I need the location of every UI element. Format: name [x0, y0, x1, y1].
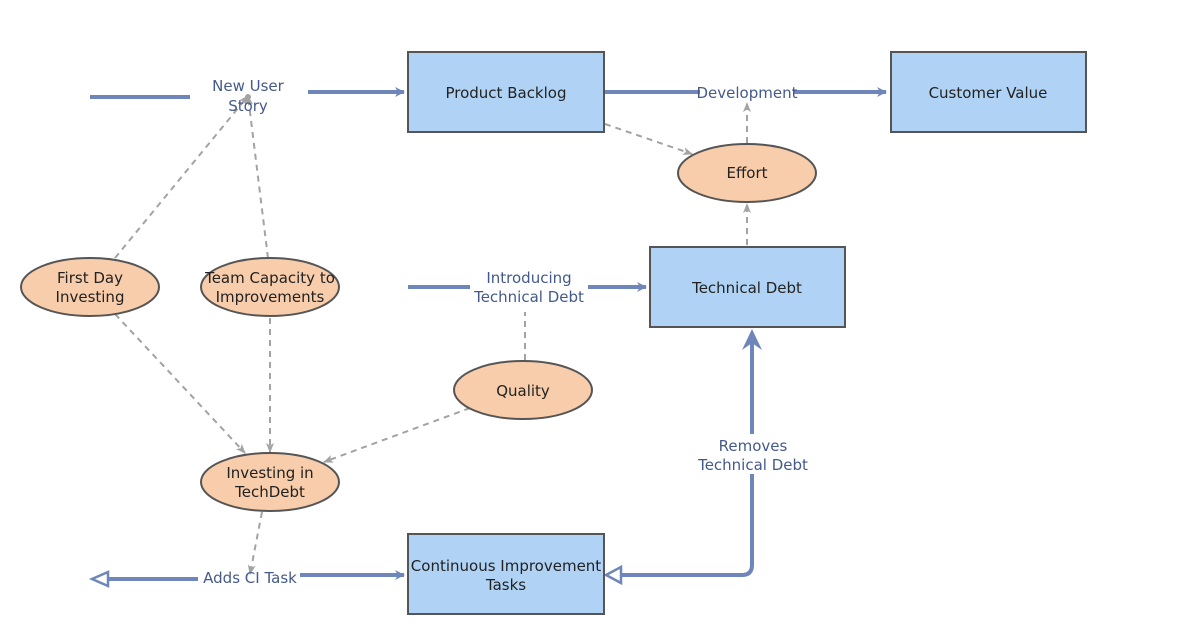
adds-ci-outflow-arrow-icon: [88, 570, 110, 588]
link-capacity-to-newstory: [245, 95, 269, 259]
link-backlog-to-effort: [604, 123, 693, 155]
aux-first-day-investing[interactable]: First Day Investing: [20, 257, 160, 317]
flow-label-introducing-debt-line1: Introducing: [486, 269, 571, 287]
stock-technical-debt[interactable]: Technical Debt: [649, 246, 846, 328]
stock-continuous-improvement-label-line2: Tasks: [485, 576, 526, 594]
flow-label-adds-ci-task[interactable]: Adds CI Task: [203, 569, 297, 587]
aux-team-capacity-line1: Team Capacity to: [204, 269, 335, 287]
aux-investing-in-techdebt-line1: Investing in: [226, 464, 313, 482]
aux-team-capacity-line2: Improvements: [216, 288, 325, 306]
stock-continuous-improvement[interactable]: Continuous Improvement Tasks: [407, 533, 605, 615]
link-quality-to-investing: [323, 407, 471, 463]
aux-first-day-investing-line1: First Day: [57, 269, 123, 287]
aux-first-day-investing-line2: Investing: [56, 288, 125, 306]
aux-effort-label: Effort: [726, 164, 767, 182]
aux-quality[interactable]: Quality: [453, 360, 593, 420]
link-firstday-to-investing: [114, 313, 246, 454]
flow-label-removes-debt[interactable]: Removes Technical Debt: [695, 434, 813, 474]
flow-label-introducing-debt-line2: Technical Debt: [473, 288, 584, 306]
removes-debt-arrowhead-icon: [742, 329, 762, 350]
flow-label-removes-debt-line1: Removes: [719, 437, 788, 455]
stock-customer-value[interactable]: Customer Value: [890, 51, 1087, 133]
flow-removes-debt: [608, 333, 754, 577]
aux-quality-label: Quality: [496, 382, 550, 400]
link-junction-dot: [245, 94, 251, 100]
flow-label-introducing-debt[interactable]: Introducing Technical Debt: [473, 269, 584, 306]
aux-investing-in-techdebt[interactable]: Investing in TechDebt: [200, 452, 340, 512]
flow-label-new-user-story[interactable]: New User Story: [212, 77, 285, 115]
flow-label-new-user-story-line2: Story: [228, 97, 268, 115]
aux-investing-in-techdebt-line2: TechDebt: [234, 483, 305, 501]
stock-product-backlog-label: Product Backlog: [445, 84, 566, 102]
flow-label-new-user-story-line1: New User: [212, 77, 285, 95]
link-investing-to-adds-ci: [247, 511, 263, 575]
stock-technical-debt-label: Technical Debt: [691, 279, 802, 297]
link-firstday-to-newstory: [114, 95, 249, 259]
flow-label-removes-debt-line2: Technical Debt: [697, 456, 808, 474]
influence-links: [114, 95, 751, 575]
stock-customer-value-label: Customer Value: [929, 84, 1048, 102]
aux-effort[interactable]: Effort: [677, 143, 817, 203]
stock-product-backlog[interactable]: Product Backlog: [407, 51, 605, 133]
stock-continuous-improvement-label-line1: Continuous Improvement: [411, 557, 602, 575]
aux-team-capacity[interactable]: Team Capacity to Improvements: [200, 257, 340, 317]
flow-label-development[interactable]: Development: [697, 84, 798, 102]
removes-debt-tail-arrow-icon: [603, 564, 623, 586]
